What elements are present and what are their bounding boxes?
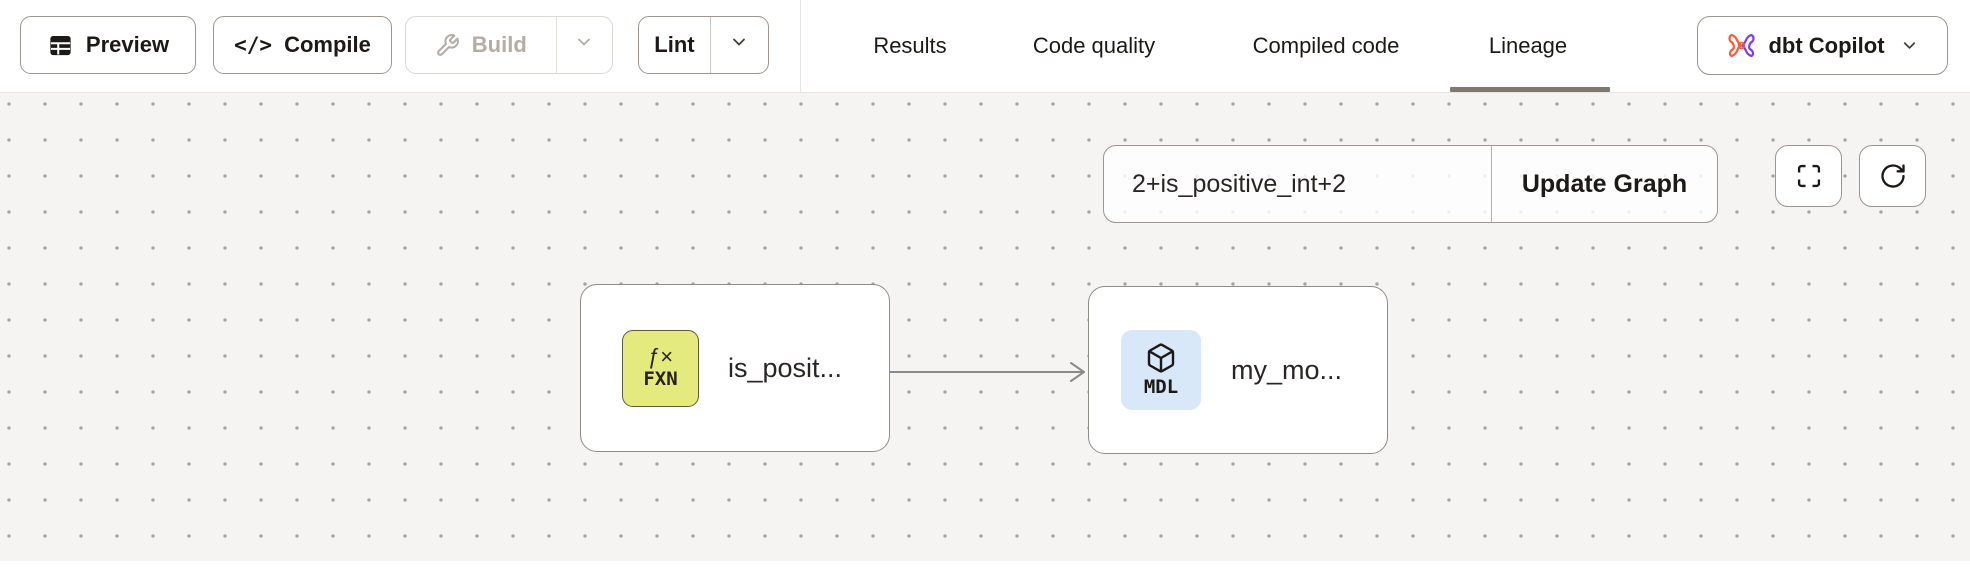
editor-toolbar: Preview </> Compile Build Lint Resu <box>0 0 1970 93</box>
build-button[interactable]: Build <box>406 17 557 73</box>
lint-dropdown-button[interactable] <box>711 17 768 73</box>
tab-compiled-code-label: Compiled code <box>1252 33 1400 58</box>
chevron-down-icon <box>574 32 594 58</box>
node-label: my_mo... <box>1231 354 1343 385</box>
function-symbol: ƒ× <box>647 343 674 369</box>
function-badge-label: FXN <box>643 368 678 391</box>
preview-button-label: Preview <box>85 32 170 57</box>
tab-lineage[interactable]: Lineage <box>1487 0 1569 92</box>
copilot-logo-icon <box>1726 30 1757 61</box>
lineage-node-model[interactable]: MDL my_mo... <box>1088 286 1388 454</box>
dbt-copilot-button[interactable]: dbt Copilot <box>1697 16 1948 75</box>
update-graph-button[interactable]: Update Graph <box>1491 146 1717 222</box>
tab-lineage-label: Lineage <box>1488 33 1568 58</box>
function-badge-icon: ƒ× FXN <box>622 329 699 407</box>
code-icon: </> <box>234 33 273 57</box>
model-badge-label: MDL <box>1143 376 1179 398</box>
lineage-selector-bar: Update Graph <box>1103 145 1718 223</box>
fullscreen-icon <box>1795 162 1823 190</box>
refresh-graph-button[interactable] <box>1859 145 1926 207</box>
compile-button-label: Compile <box>284 32 371 57</box>
cube-icon <box>1145 342 1177 374</box>
tab-compiled-code[interactable]: Compiled code <box>1252 0 1400 92</box>
fullscreen-button[interactable] <box>1775 145 1842 207</box>
refresh-icon <box>1879 162 1907 190</box>
lint-button-group: Lint <box>638 16 769 74</box>
dbt-copilot-label: dbt Copilot <box>1768 32 1885 58</box>
lineage-canvas[interactable]: Update Graph ƒ× FXN is_posit... MDL my <box>0 93 1970 561</box>
active-tab-indicator <box>1450 87 1610 92</box>
tab-results-label: Results <box>873 33 947 58</box>
lineage-node-function[interactable]: ƒ× FXN is_posit... <box>580 284 890 452</box>
tab-code-quality[interactable]: Code quality <box>1033 0 1155 92</box>
model-badge-icon: MDL <box>1121 330 1201 410</box>
update-graph-label: Update Graph <box>1521 169 1688 198</box>
lineage-edge <box>890 362 1085 382</box>
build-button-group: Build <box>405 16 613 74</box>
chevron-down-icon <box>729 32 749 58</box>
wrench-icon <box>435 33 460 58</box>
build-dropdown-button[interactable] <box>557 17 612 73</box>
lint-button-label: Lint <box>654 32 695 57</box>
toolbar-tabs-divider <box>800 0 801 92</box>
tab-results[interactable]: Results <box>872 0 948 92</box>
lint-button[interactable]: Lint <box>639 17 711 73</box>
lineage-selector-input[interactable] <box>1104 146 1491 222</box>
table-icon <box>47 32 74 59</box>
preview-button[interactable]: Preview <box>20 16 196 74</box>
chevron-down-icon <box>1900 36 1919 55</box>
node-label: is_posit... <box>728 352 843 383</box>
tab-code-quality-label: Code quality <box>1032 33 1156 58</box>
compile-button[interactable]: </> Compile <box>213 16 392 74</box>
build-button-label: Build <box>471 32 527 57</box>
